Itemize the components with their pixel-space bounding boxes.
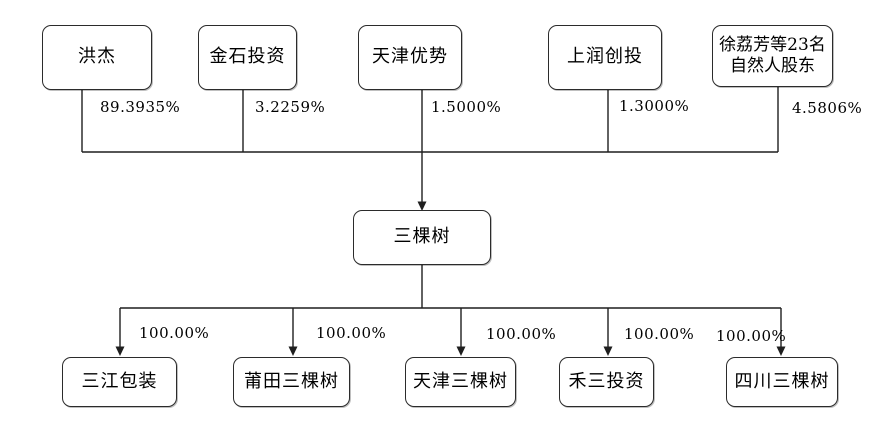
ownership-percent-jinshi: 3.2259% — [255, 98, 326, 116]
ownership-percent-putian: 100.00% — [316, 324, 387, 342]
ownership-percent-tianjinsks: 100.00% — [486, 325, 557, 343]
arrowhead-company — [417, 201, 427, 211]
subsidiary-node-sanjiang: 三江包装 — [62, 357, 177, 407]
ownership-percent-sichuan: 100.00% — [716, 327, 787, 345]
arrowhead-tianjinsks — [456, 346, 466, 356]
subsidiary-node-putian: 莆田三棵树 — [233, 357, 350, 407]
arrowhead-putian — [288, 346, 298, 356]
shareholder-node-jinshi: 金石投资 — [198, 25, 297, 90]
arrowhead-hesan — [603, 346, 613, 356]
shareholder-node-tianjinyoushi: 天津优势 — [358, 25, 462, 90]
subsidiary-node-hesan: 禾三投资 — [559, 357, 654, 407]
ownership-percent-sanjiang: 100.00% — [139, 324, 210, 342]
company-node-sankeshu: 三棵树 — [353, 210, 491, 265]
arrowhead-sichuan — [776, 346, 786, 356]
arrowhead-sanjiang — [115, 346, 125, 356]
ownership-percent-tianjinyoushi: 1.5000% — [431, 98, 502, 116]
shareholder-node-shangrun: 上润创投 — [548, 25, 662, 90]
ownership-percent-hesan: 100.00% — [624, 325, 695, 343]
ownership-percent-shangrun: 1.3000% — [619, 97, 690, 115]
shareholder-node-xulifang: 徐荔芳等23名 自然人股东 — [712, 25, 833, 87]
ownership-percent-xulifang: 4.5806% — [792, 99, 863, 117]
subsidiary-node-tianjinsks: 天津三棵树 — [405, 357, 516, 407]
ownership-percent-hongjie: 89.3935% — [100, 98, 181, 116]
subsidiary-node-sichuan: 四川三棵树 — [726, 357, 838, 407]
shareholder-node-hongjie: 洪杰 — [42, 25, 152, 90]
